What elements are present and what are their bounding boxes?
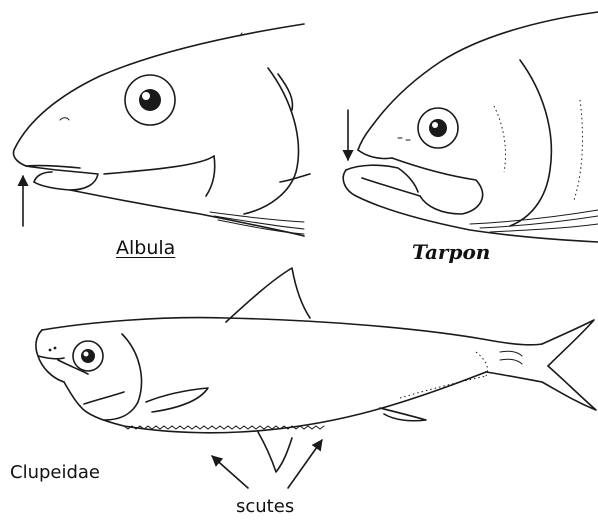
- albula-head-drawing: [14, 24, 311, 236]
- tarpon-head-drawing: [343, 12, 598, 242]
- clupeid-fish-drawing: [36, 268, 596, 472]
- clupeidae-label: Clupeidae: [10, 462, 100, 483]
- tarpon-label: Tarpon: [412, 240, 490, 264]
- scutes-arrow-left: [212, 456, 248, 488]
- albula-label: Albula: [116, 237, 175, 259]
- scutes-arrow-right: [288, 440, 322, 488]
- scutes-label: scutes: [236, 496, 294, 517]
